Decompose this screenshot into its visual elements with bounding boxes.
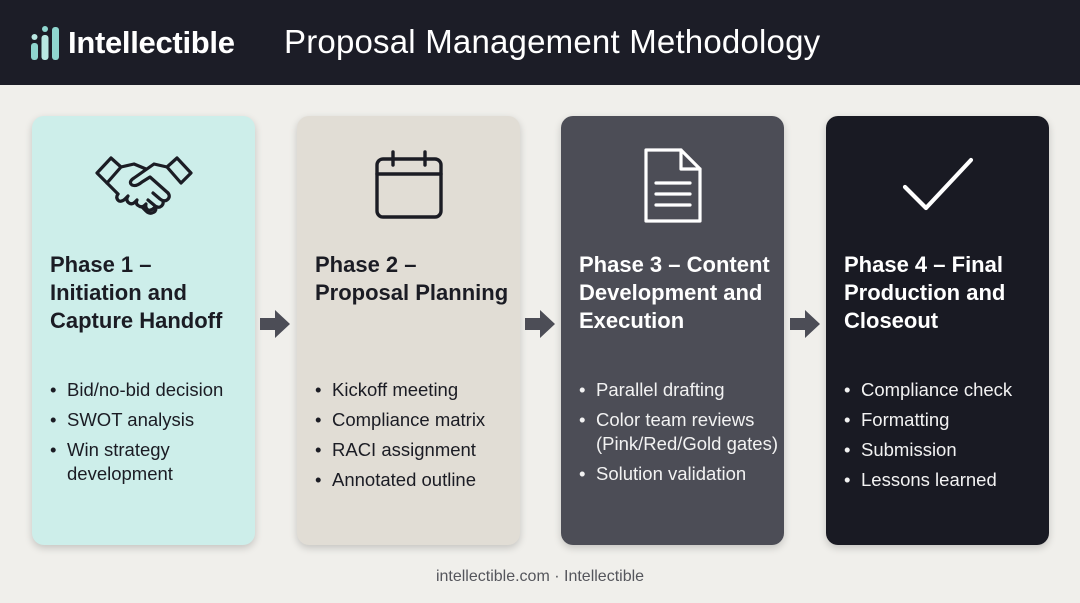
phase-title: Phase 3 – Content Development and Execut… — [579, 252, 770, 333]
list-item: Parallel drafting — [579, 378, 779, 402]
list-item: Kickoff meeting — [315, 378, 515, 402]
brand-name: Intellectible — [68, 25, 235, 60]
phase-card-4: Phase 4 – Final Production and Closeout … — [826, 116, 1049, 545]
list-item: Compliance check — [844, 378, 1044, 402]
list-item: Formatting — [844, 408, 1044, 432]
list-item: Solution validation — [579, 462, 779, 486]
phase-title: Phase 4 – Final Production and Closeout — [844, 252, 1006, 333]
list-item: Compliance matrix — [315, 408, 515, 432]
header-bar: Intellectible Proposal Management Method… — [0, 0, 1080, 85]
phase-task-list: Kickoff meeting Compliance matrix RACI a… — [315, 378, 515, 498]
list-item: Lessons learned — [844, 468, 1044, 492]
list-item: RACI assignment — [315, 438, 515, 462]
phase-task-list: Parallel drafting Color team reviews (Pi… — [579, 378, 779, 492]
list-item: SWOT analysis — [50, 408, 250, 432]
document-icon — [643, 148, 702, 223]
list-item: Win strategy development — [50, 438, 250, 486]
logo-bars-icon — [31, 26, 59, 60]
arrow-right-icon — [790, 310, 820, 338]
phase-card-3: Phase 3 – Content Development and Execut… — [561, 116, 784, 545]
arrow-right-icon — [525, 310, 555, 338]
phase-title: Phase 2 – Proposal Planning — [315, 252, 509, 305]
list-item: Bid/no-bid decision — [50, 378, 250, 402]
arrow-right-icon — [260, 310, 290, 338]
logo: Intellectible — [30, 21, 235, 65]
phase-card-1: Phase 1 – Initiation and Capture Handoff… — [32, 116, 255, 545]
list-item: Submission — [844, 438, 1044, 462]
phase-task-list: Bid/no-bid decision SWOT analysis Win st… — [50, 378, 250, 492]
footer-text: intellectible.com · Intellectible — [435, 568, 645, 585]
phase-card-2: Phase 2 – Proposal Planning Kickoff meet… — [297, 116, 520, 545]
phase-title: Phase 1 – Initiation and Capture Handoff — [50, 252, 223, 333]
checkmark-icon — [902, 157, 973, 211]
page-title: Proposal Management Methodology — [284, 23, 821, 60]
calendar-icon — [374, 150, 443, 219]
phase-task-list: Compliance check Formatting Submission L… — [844, 378, 1044, 498]
handshake-icon — [94, 156, 193, 215]
list-item: Annotated outline — [315, 468, 515, 492]
list-item: Color team reviews (Pink/Red/Gold gates) — [579, 408, 779, 456]
